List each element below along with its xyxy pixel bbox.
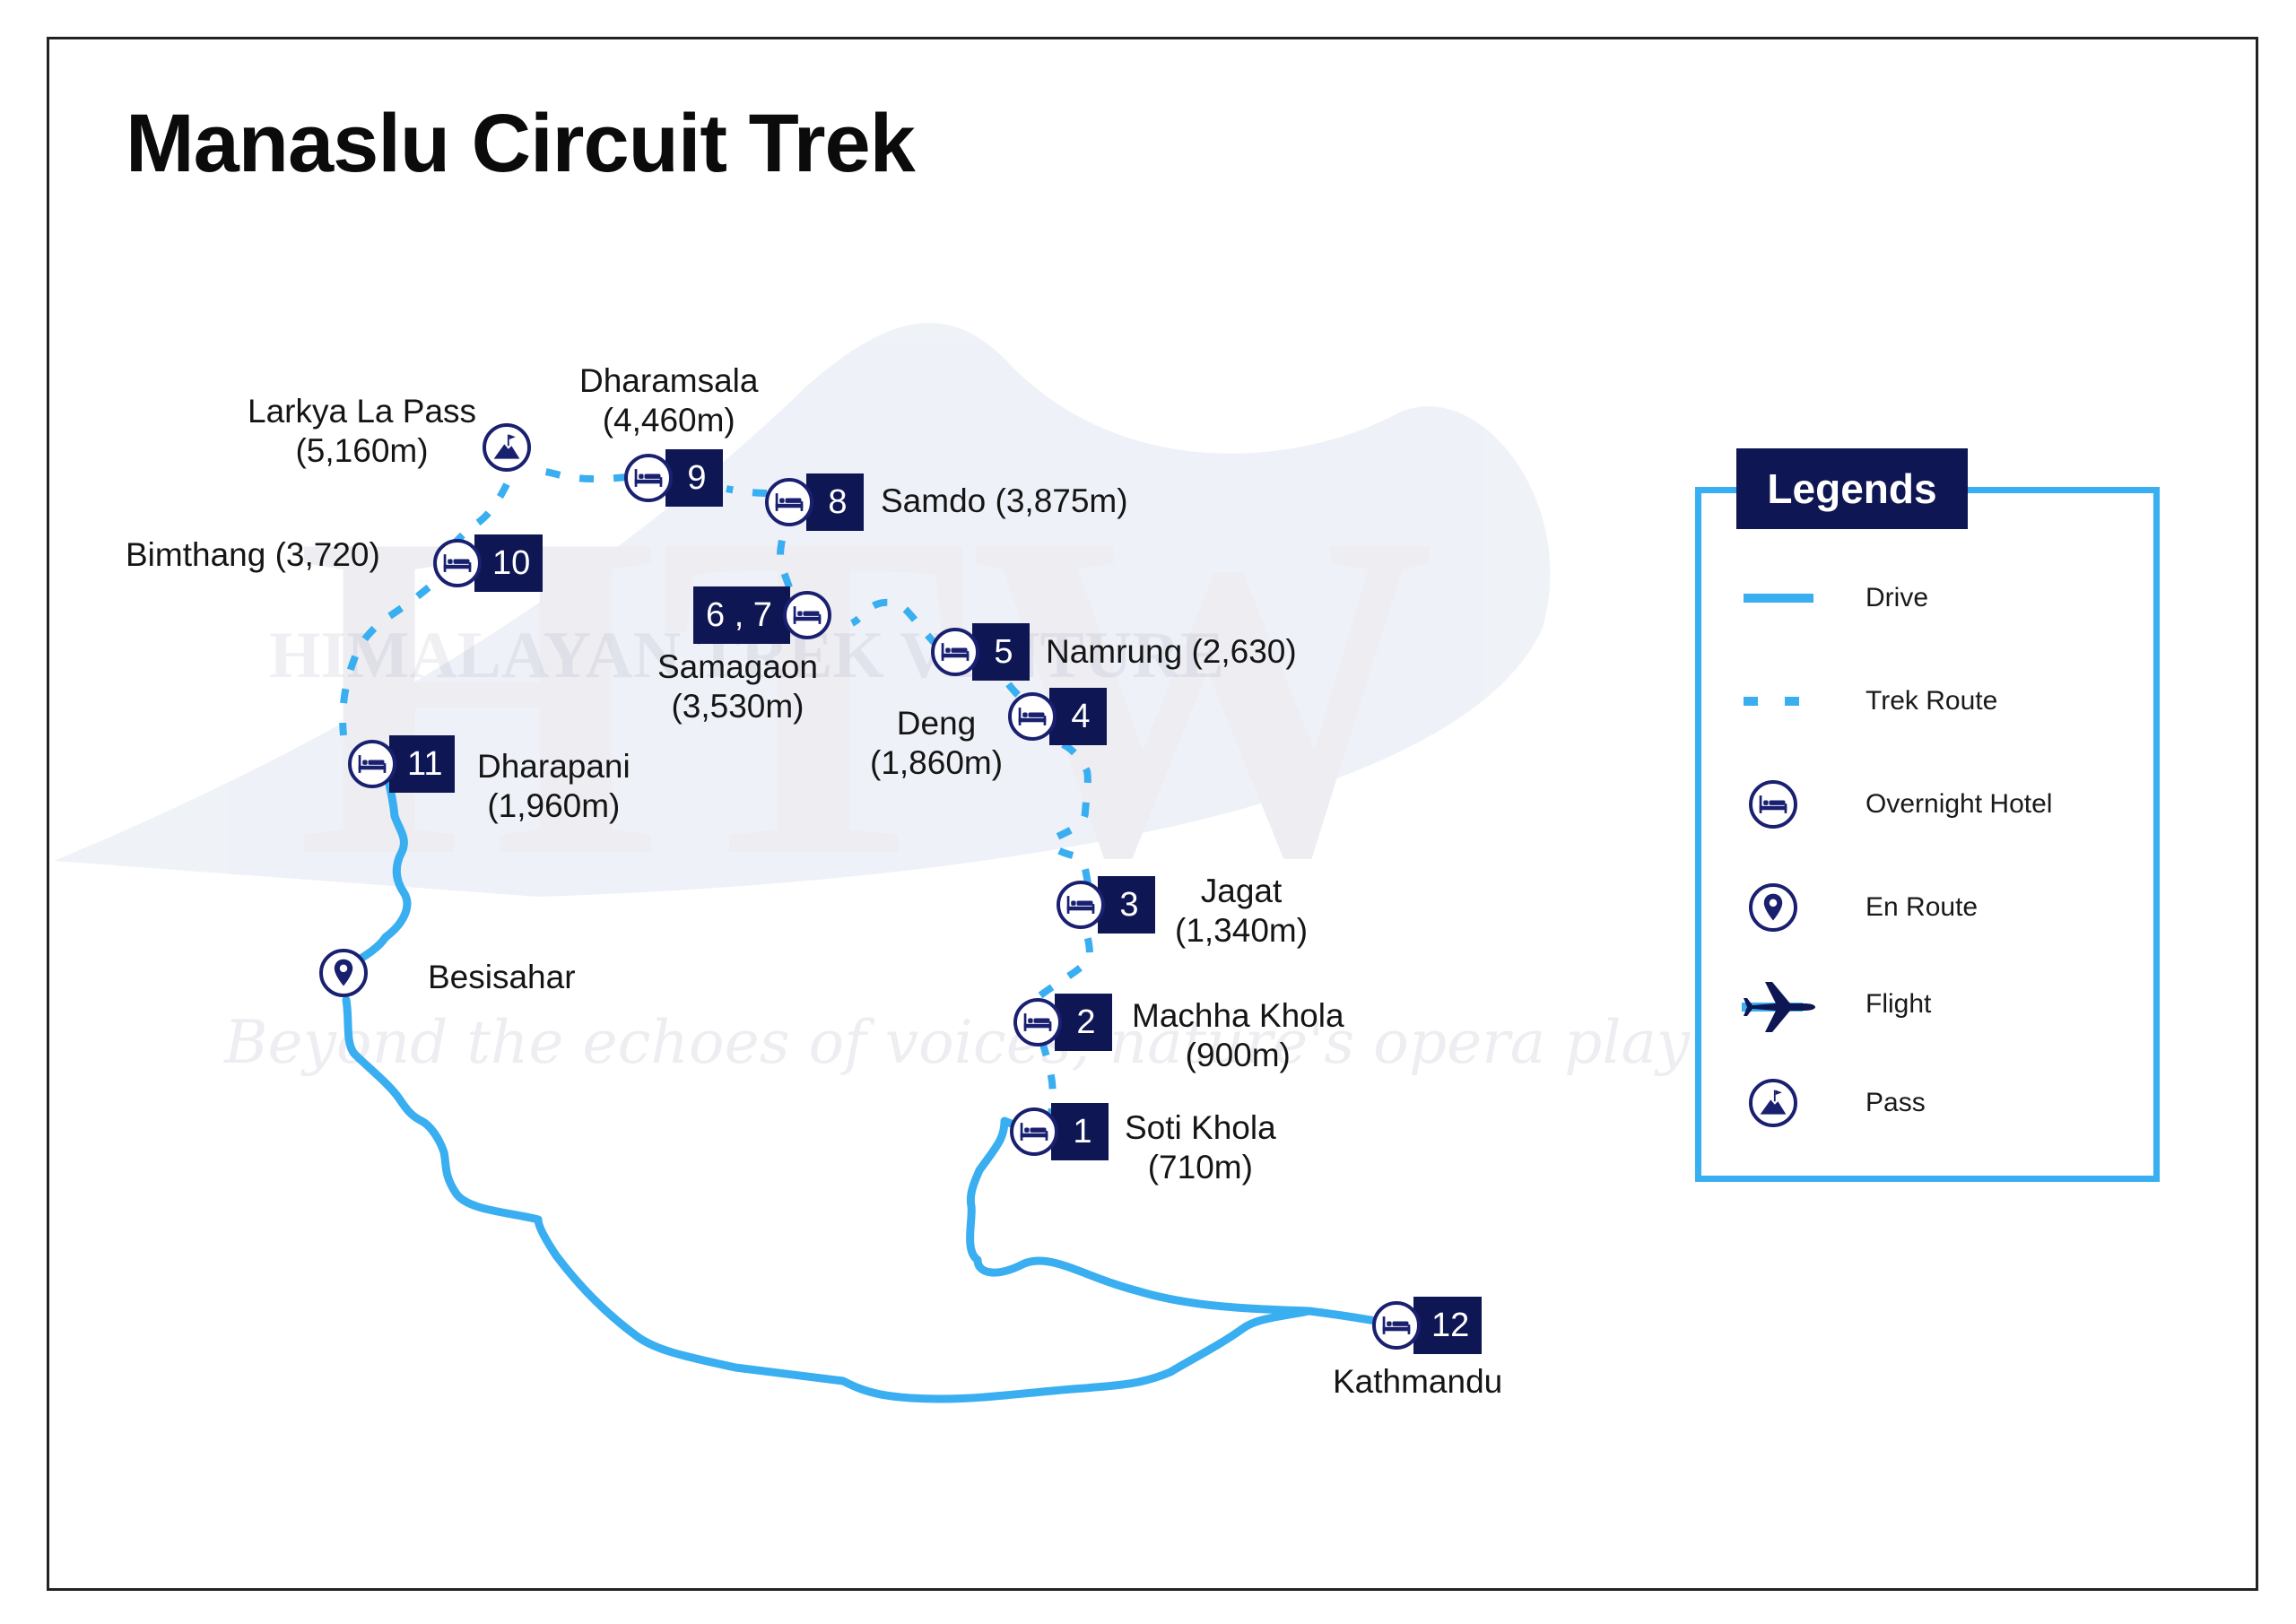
place-label-namrung: Namrung (2,630): [1046, 633, 1297, 670]
bed-icon: [624, 454, 673, 502]
en-route-marker-besisahar[interactable]: [319, 949, 368, 997]
stop-number: 5: [972, 623, 1030, 681]
place-label-larkya-la-pass: Larkya La Pass(5,160m): [248, 393, 477, 469]
trek-deng-namrung: [996, 666, 1021, 698]
bed-icon: [1749, 780, 1797, 829]
drive-besisahar-dharapani: [340, 776, 412, 973]
stop-number: 10: [474, 534, 544, 592]
legend-item-flight: Flight: [1740, 973, 2135, 1036]
place-label-samdo: Samdo (3,875m): [881, 482, 1128, 519]
place-label-jagat: Jagat(1,340m): [1175, 873, 1309, 949]
bed-icon: [1010, 1107, 1058, 1156]
place-label-dharamsala: Dharamsala(4,460m): [579, 362, 759, 439]
bed-icon: [931, 628, 979, 676]
place-label-dharapani: Dharapani(1,960m): [477, 748, 631, 824]
bed-icon: [1372, 1301, 1421, 1350]
bed-icon: [782, 591, 831, 639]
stop-number: 3: [1098, 876, 1155, 934]
drive-kathmandu-besisahar: [342, 995, 1314, 1403]
stop-marker-2[interactable]: 2: [1013, 994, 1112, 1051]
stop-marker-5[interactable]: 5: [931, 623, 1030, 681]
stop-number: 6 , 7: [693, 586, 790, 644]
pass-marker-larkya-la[interactable]: [483, 423, 531, 472]
stop-marker-4[interactable]: 4: [1008, 688, 1107, 745]
legend-item-drive: Drive: [1740, 567, 2135, 630]
legend-title: Legends: [1736, 448, 1968, 529]
stop-number: 12: [1413, 1297, 1483, 1354]
place-label-deng: Deng(1,860m): [870, 705, 1004, 781]
stop-number: 2: [1055, 994, 1112, 1051]
trek-bimthang-dharapani: [339, 584, 431, 736]
drive-routes: [340, 776, 1404, 1403]
location-pin-icon: [1749, 883, 1797, 932]
map-frame: [47, 37, 2258, 1591]
bed-icon: [1013, 998, 1062, 1046]
trek-machha-jagat: [1038, 929, 1093, 999]
stop-marker-1[interactable]: 1: [1010, 1103, 1109, 1160]
place-label-bimthang: Bimthang (3,720): [126, 536, 380, 573]
mountain-flag-icon: [1749, 1079, 1797, 1127]
drive-line-icon: [1740, 567, 1830, 630]
bed-icon: [1057, 881, 1105, 929]
bed-icon: [433, 539, 482, 587]
trek-route-dashes-icon: [1740, 670, 1830, 733]
place-label-soti-khola: Soti Khola(710m): [1125, 1109, 1276, 1185]
watermark-initials: HTW: [296, 438, 1436, 953]
legend-item-trek-route: Trek Route: [1740, 670, 2135, 733]
stop-marker-6-7[interactable]: 6 , 7: [693, 586, 831, 644]
place-label-besisahar: Besisahar: [428, 959, 576, 995]
place-label-samagaon: Samagaon(3,530m): [657, 648, 818, 725]
page-title: Manaslu Circuit Trek: [126, 98, 916, 189]
place-label-kathmandu: Kathmandu: [1333, 1363, 1503, 1400]
mountain-flag-icon: [483, 423, 531, 472]
stop-marker-12[interactable]: 12: [1372, 1297, 1483, 1354]
stop-number: 9: [665, 449, 723, 507]
watermark-tagline: Beyond the echoes of voices, nature's op…: [223, 1008, 1691, 1077]
bed-icon: [1008, 692, 1057, 741]
stop-number: 4: [1049, 688, 1107, 745]
trek-samdo-dharamsala: [726, 485, 768, 497]
trek-samagaon-samdo: [777, 514, 793, 589]
stop-number: 8: [806, 473, 864, 531]
legend-item-overnight-hotel: Overnight Hotel: [1740, 773, 2135, 836]
stop-marker-11[interactable]: 11: [348, 735, 456, 793]
legend-item-en-route: En Route: [1740, 876, 2135, 939]
airplane-icon: [1740, 973, 1830, 1036]
location-pin-icon: [319, 949, 368, 997]
bed-icon: [765, 478, 813, 526]
bed-icon: [348, 740, 396, 788]
stop-marker-10[interactable]: 10: [433, 534, 544, 592]
stop-marker-3[interactable]: 3: [1057, 876, 1155, 934]
stop-number: 1: [1051, 1103, 1109, 1160]
stop-number: 11: [389, 735, 456, 793]
legend-item-pass: Pass: [1740, 1072, 2135, 1134]
stop-marker-8[interactable]: 8: [765, 473, 864, 531]
trek-jagat-deng: [1037, 721, 1091, 884]
place-label-machha-khola: Machha Khola(900m): [1132, 997, 1344, 1073]
stop-marker-9[interactable]: 9: [624, 449, 723, 507]
